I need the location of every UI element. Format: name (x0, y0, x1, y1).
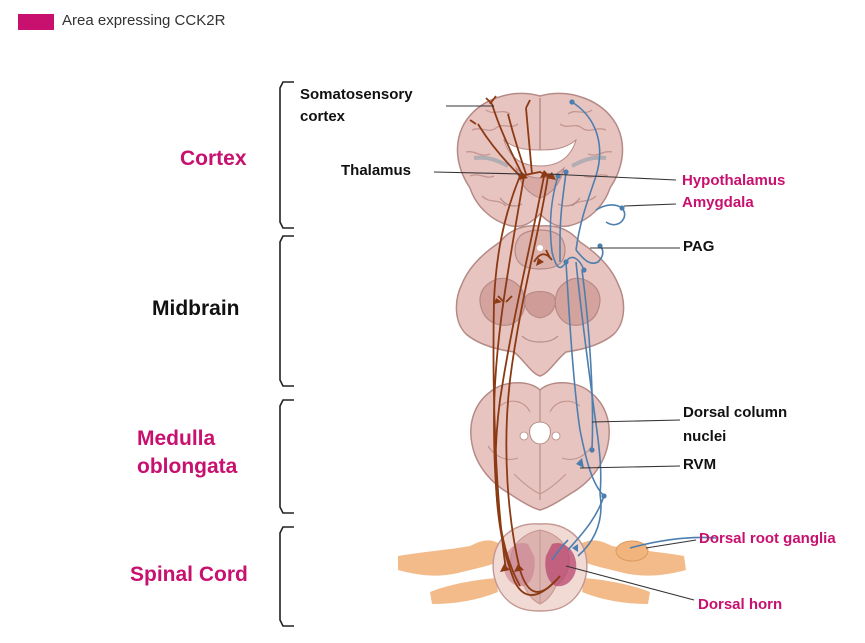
label-rvm: RVM (683, 456, 717, 473)
leader-dorsal-horn (565, 565, 695, 601)
label-dorsal-column-line1: Dorsal column (683, 404, 788, 421)
leader-drg (645, 539, 697, 549)
cortex-section (456, 92, 624, 228)
label-pag: PAG (683, 238, 715, 255)
label-somatosensory-line1: Somatosensory (300, 86, 413, 103)
medulla-bracket (279, 399, 294, 514)
label-amygdala: Amygdala (682, 194, 754, 211)
region-brackets (279, 81, 294, 627)
spinal-cord-bracket (279, 526, 294, 627)
region-medulla-line2: oblongata (137, 455, 238, 478)
leader-dorsal-column (591, 419, 681, 423)
label-somatosensory-line2: cortex (300, 108, 346, 125)
midbrain-bracket (279, 235, 294, 387)
region-cortex: Cortex (180, 147, 247, 170)
leader-thalamus (433, 171, 523, 175)
legend-swatch (18, 14, 54, 30)
ganglia-right-lower (582, 578, 650, 604)
ascending-arrowheads (494, 170, 556, 572)
label-hypothalamus: Hypothalamus (682, 172, 786, 189)
descending-nodes (555, 99, 625, 552)
leader-amygdala (623, 203, 677, 207)
label-dorsal-root-ganglia: Dorsal root ganglia (699, 530, 836, 547)
region-midbrain: Midbrain (152, 297, 240, 320)
legend-label: Area expressing CCK2R (62, 12, 226, 29)
medulla-section (470, 382, 610, 511)
label-thalamus: Thalamus (341, 162, 412, 179)
dorsal-horn-highlight (545, 542, 577, 587)
cortex-bracket (279, 81, 294, 229)
region-spinal-cord: Spinal Cord (130, 563, 248, 586)
region-medulla-line1: Medulla (137, 427, 216, 450)
ganglia-left (398, 540, 502, 576)
label-dorsal-horn: Dorsal horn (698, 596, 783, 613)
ganglia-left-lower (430, 578, 498, 604)
leader-rvm (579, 465, 681, 469)
leader-hypothalamus (547, 173, 677, 181)
ascending-pathways (469, 95, 561, 596)
spinal-cord-section (398, 523, 717, 612)
leader-lines (433, 105, 697, 601)
label-dorsal-column-line2: nuclei (683, 428, 727, 445)
